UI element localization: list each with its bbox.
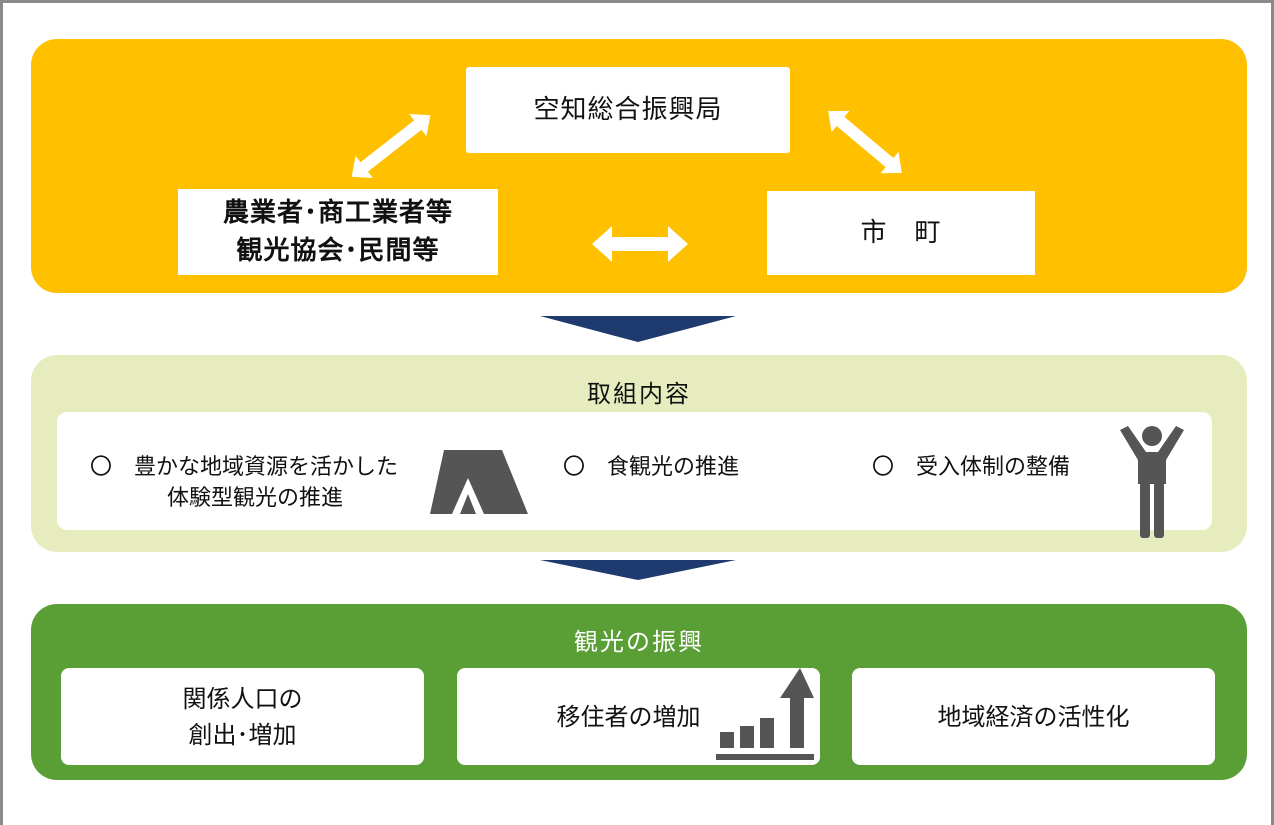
initiative-reception-system: 〇 受入体制の整備 (872, 455, 1071, 480)
outcomes-title: 観光の振興 (574, 628, 704, 656)
towns-label: 市 町 (860, 218, 942, 248)
chevron-down-icon (540, 560, 736, 580)
initiative-experience-tourism-line2: 体験型観光の推進 (167, 486, 344, 511)
outcome-economy-box: 地域経済の活性化 (852, 668, 1215, 765)
double-arrow-icon (828, 110, 902, 174)
farmers-label-line1: 農業者･商工業者等 (222, 198, 453, 228)
double-arrow-icon (351, 114, 431, 178)
sorachi-office-box: 空知総合振興局 (466, 67, 790, 153)
outcome-economy-label: 地域経済の活性化 (937, 702, 1130, 731)
farmers-box: 農業者･商工業者等 観光協会･民間等 (178, 189, 498, 275)
towns-box: 市 町 (767, 191, 1035, 275)
outcome-migrants-box: 移住者の増加 (457, 668, 820, 765)
initiatives-title: 取組内容 (587, 380, 691, 408)
initiative-food-tourism: 〇 食観光の推進 (563, 455, 740, 480)
person-arms-up-icon (1120, 426, 1184, 538)
chevron-down-icon (540, 316, 736, 342)
sorachi-office-label: 空知総合振興局 (533, 95, 723, 125)
tent-icon (430, 450, 528, 514)
farmers-label-line2: 観光協会･民間等 (236, 236, 440, 266)
outcome-related-population-box: 関係人口の 創出･増加 (61, 668, 424, 765)
double-arrow-icon (592, 226, 688, 262)
outcome-related-population-line1: 関係人口の (182, 684, 303, 713)
outcome-migrants-label: 移住者の増加 (556, 702, 701, 731)
initiative-experience-tourism-line1: 〇 豊かな地域資源を活かした (90, 455, 399, 480)
growth-chart-icon (716, 668, 814, 760)
initiatives-panel (57, 412, 1212, 530)
outcome-related-population-line2: 創出･増加 (188, 720, 297, 749)
